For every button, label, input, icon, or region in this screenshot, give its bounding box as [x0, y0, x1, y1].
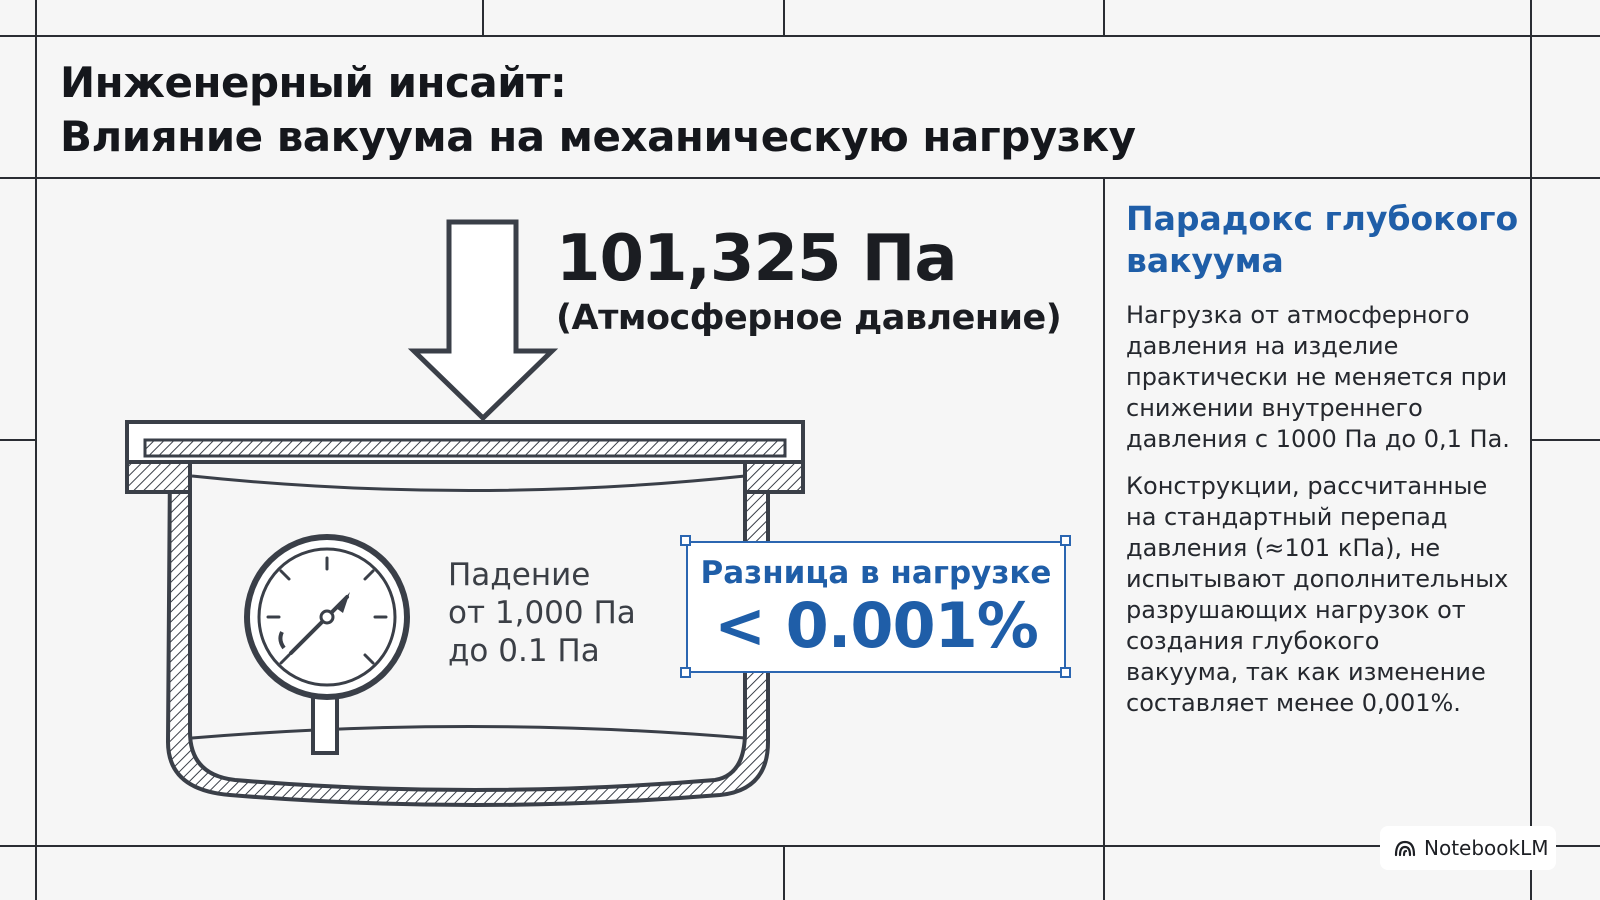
- paragraph-line: вакуума, так как изменение: [1126, 658, 1486, 686]
- selection-handle-bottom-right: [1060, 667, 1071, 678]
- paragraph-line: составляет менее 0,001%.: [1126, 689, 1461, 717]
- vessel-wall: [165, 460, 770, 807]
- drop-line-2: от 1,000 Па: [448, 595, 636, 631]
- explanation-paragraph-2: Конструкции, рассчитанные на стандартный…: [1126, 471, 1526, 719]
- paragraph-line: испытывают дополнительных: [1126, 565, 1509, 593]
- title-line-2: Влияние вакуума на механическую нагрузку: [60, 112, 1136, 161]
- atmospheric-pressure-label: 101,325 Па (Атмосферное давление): [556, 222, 1062, 340]
- explanation-panel: Парадокс глубокого вакуума Нагрузка от а…: [1126, 198, 1526, 735]
- selection-handle-top-left: [680, 535, 691, 546]
- explanation-heading-line-1: Парадокс глубокого: [1126, 199, 1519, 238]
- notebooklm-badge[interactable]: NotebookLM: [1380, 826, 1556, 870]
- paragraph-line: Нагрузка от атмосферного: [1126, 301, 1470, 329]
- drop-line-3: до 0.1 Па: [448, 633, 600, 669]
- paragraph-line: практически не меняется при: [1126, 363, 1508, 391]
- explanation-heading-line-2: вакуума: [1126, 241, 1284, 280]
- paragraph-line: Конструкции, рассчитанные: [1126, 472, 1488, 500]
- paragraph-line: снижении внутреннего: [1126, 394, 1423, 422]
- pressure-gauge-icon: [244, 534, 410, 700]
- explanation-heading: Парадокс глубокого вакуума: [1126, 198, 1526, 282]
- page-title: Инженерный инсайт: Влияние вакуума на ме…: [60, 56, 1136, 164]
- notebooklm-logo-icon: [1394, 840, 1416, 857]
- paragraph-line: разрушающих нагрузок от: [1126, 596, 1466, 624]
- paragraph-line: давления с 1000 Па до 0,1 Па.: [1126, 425, 1510, 453]
- pressure-caption: (Атмосферное давление): [556, 298, 1062, 338]
- title-line-1: Инженерный инсайт:: [60, 58, 567, 107]
- paragraph-line: на стандартный перепад: [1126, 503, 1448, 531]
- drop-line-1: Падение: [448, 557, 591, 593]
- notebooklm-label: NotebookLM: [1424, 836, 1549, 860]
- difference-value: < 0.001%: [714, 589, 1039, 662]
- pressure-value: 101,325 Па: [556, 222, 958, 296]
- selection-handle-top-right: [1060, 535, 1071, 546]
- selection-handle-bottom-left: [680, 667, 691, 678]
- pressure-drop-label: Падение от 1,000 Па до 0.1 Па: [448, 556, 636, 670]
- paragraph-line: давления на изделие: [1126, 332, 1399, 360]
- paragraph-line: создания глубокого: [1126, 627, 1380, 655]
- explanation-paragraph-1: Нагрузка от атмосферного давления на изд…: [1126, 300, 1526, 455]
- load-difference-callout: Разница в нагрузке < 0.001%: [686, 541, 1066, 673]
- difference-heading: Разница в нагрузке: [700, 555, 1052, 591]
- paragraph-line: давления (≈101 кПа), не: [1126, 534, 1441, 562]
- pressure-arrow-icon: [407, 219, 559, 422]
